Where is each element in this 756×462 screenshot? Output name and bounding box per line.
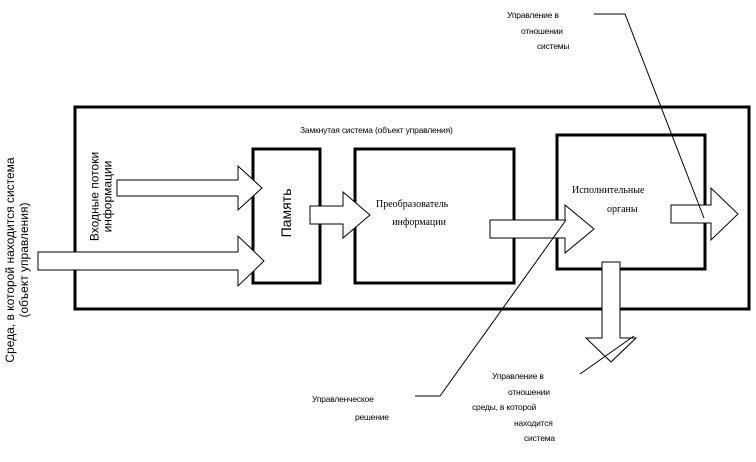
executive-label: Исполнительные органы	[572, 185, 645, 215]
control-system-label: Управление в отношении системы	[507, 10, 570, 51]
leader-line-decision	[415, 219, 567, 397]
converter-block	[353, 147, 516, 285]
environment-label: Среда, в которой находится система (объе…	[3, 157, 31, 363]
control-environment-label: Управление в отношении среды, в которой …	[472, 371, 555, 443]
closed-system-frame	[73, 105, 751, 311]
input-arrow-upper	[116, 164, 263, 212]
decision-label: Управленческое решение	[312, 394, 389, 422]
executive-output-arrow	[670, 186, 739, 242]
converter-label: Преобразователь информации	[376, 199, 449, 228]
converter-to-executive-arrow	[489, 203, 595, 255]
system-title: Замкнутая система (объект управления)	[300, 125, 453, 135]
leader-line-system-control	[594, 13, 705, 219]
memory-label: Память	[278, 188, 294, 238]
input-flows-label: Входные потоки информации	[87, 151, 115, 242]
executive-down-arrow	[584, 261, 638, 363]
input-arrow-lower	[37, 234, 265, 288]
leader-line-environment-control	[579, 335, 635, 375]
memory-to-converter-arrow	[309, 190, 371, 240]
